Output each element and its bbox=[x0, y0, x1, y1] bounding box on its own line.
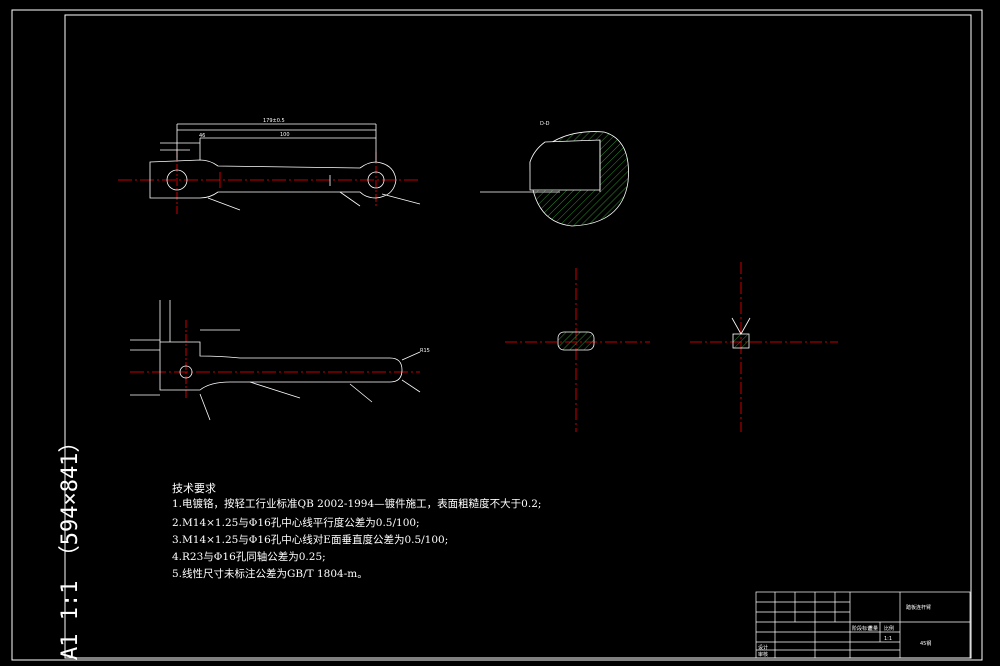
section-view-dd bbox=[480, 131, 629, 227]
arm-top-view bbox=[118, 123, 421, 214]
tb-label-weight: 重量 bbox=[868, 626, 879, 632]
arm-side-view bbox=[130, 300, 421, 421]
technical-note-4: 4.R23与Φ16孔同轴公差为0.25; bbox=[172, 551, 326, 563]
section-label: D-D bbox=[540, 121, 550, 127]
technical-note-5: 5.线性尺寸未标注公差为GB/T 1804-m。 bbox=[172, 568, 368, 580]
technical-note-3: 3.M14×1.25与Φ16孔中心线对E面垂直度公差为0.5/100; bbox=[172, 534, 449, 546]
cross-section-b bbox=[690, 262, 838, 432]
tb-label-stage: 阶段标记 bbox=[852, 626, 873, 632]
tb-label-review: 审核 bbox=[758, 652, 769, 658]
material: 45钢 bbox=[920, 641, 932, 647]
cross-section-a bbox=[505, 268, 650, 432]
technical-note-2: 2.M14×1.25与Φ16孔中心线平行度公差为0.5/100; bbox=[172, 517, 420, 529]
technical-note-1: 1.电镀铬，按轻工行业标准QB 2002-1994—镀件施工，表面粗糙度不大于0… bbox=[172, 498, 542, 510]
sheet-size-label: A1 1:1 （594×841） bbox=[58, 430, 83, 660]
overall-dimension: 179±0.5 bbox=[263, 118, 285, 124]
tb-label-scale: 比例 bbox=[884, 626, 895, 632]
inner-border bbox=[64, 14, 972, 659]
outer-border bbox=[11, 9, 983, 661]
radius-label: R15 bbox=[420, 348, 430, 354]
center-dimension: 100 bbox=[280, 132, 290, 138]
drawing-name: 踏板连杆臂 bbox=[906, 605, 932, 611]
technical-notes-title: 技术要求 bbox=[172, 482, 216, 495]
scale: 1:1 bbox=[884, 636, 893, 642]
left-offset-dimension: 46 bbox=[199, 133, 205, 139]
tb-label-design: 设计 bbox=[758, 645, 769, 651]
title-block bbox=[755, 591, 971, 659]
